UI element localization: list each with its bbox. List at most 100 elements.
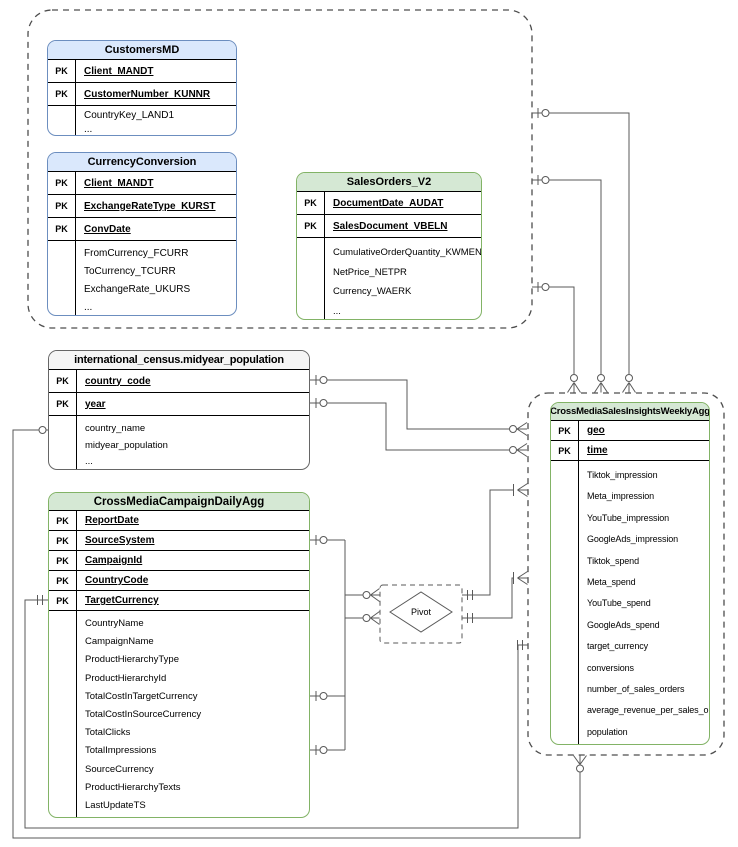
edge-population-time <box>310 398 528 457</box>
field-name: Meta_impression <box>587 491 655 502</box>
field-name: ... <box>84 302 93 313</box>
pk-badge: PK <box>551 421 579 440</box>
field-name: Meta_spend <box>587 577 636 588</box>
pk-field-name: ExchangeRateType_KURST <box>84 200 216 212</box>
attribute-gutter <box>551 461 579 744</box>
field-name: ToCurrency_TCURR <box>84 266 176 277</box>
pk-field-name: CampaignId <box>85 555 143 566</box>
field-name: ExchangeRate_UKURS <box>84 284 191 295</box>
pk-field-name: country_code <box>85 375 151 387</box>
pk-rows: PK Client_MANDT PK CustomerNumber_KUNNR <box>48 60 236 106</box>
pk-badge: PK <box>297 192 325 214</box>
pk-badge: PK <box>49 551 77 570</box>
pk-row: PK CountryCode <box>49 571 309 591</box>
pk-rows: PK Client_MANDT PK ExchangeRateType_KURS… <box>48 172 236 241</box>
pivot-label: Pivot <box>411 607 432 617</box>
field-name: country_name <box>85 423 146 434</box>
pk-field-name: geo <box>587 425 605 436</box>
pk-row: PK geo <box>551 421 709 441</box>
pk-row: PK CampaignId <box>49 551 309 571</box>
field-name: average_revenue_per_sales_order <box>587 705 709 716</box>
field-name: ProductHierarchyType <box>85 654 179 666</box>
pk-row: PK country_code <box>49 370 309 393</box>
entity-currencyconversion[interactable]: CurrencyConversion PK Client_MANDT PK Ex… <box>47 152 237 316</box>
pk-field-name: ConvDate <box>84 223 131 235</box>
edge-pivot-in-2 <box>345 611 380 625</box>
pk-row: PK ConvDate <box>48 218 236 241</box>
edge-population-geo <box>310 375 528 436</box>
edge-group-to-weekly-2 <box>532 175 608 393</box>
entity-customersmd[interactable]: CustomersMD PK Client_MANDT PK CustomerN… <box>47 40 237 136</box>
entity-title: CustomersMD <box>48 41 236 60</box>
edge-population-weekly <box>12 426 587 839</box>
entity-crossmediacampaigndailyagg[interactable]: CrossMediaCampaignDailyAgg PK ReportDate… <box>48 492 310 818</box>
pk-field-name: SalesDocument_VBELN <box>333 220 448 232</box>
pk-row: PK ExchangeRateType_KURST <box>48 195 236 218</box>
field-name: TotalCostInSourceCurrency <box>85 709 202 721</box>
field-name: midyear_population <box>85 439 168 451</box>
pk-row: PK Client_MANDT <box>48 60 236 83</box>
field-name: ProductHierarchyId <box>85 672 167 684</box>
field-name: TotalCostInTargetCurrency <box>85 690 198 702</box>
pivot-diamond[interactable] <box>389 591 453 633</box>
pk-badge: PK <box>48 172 76 194</box>
pk-badge: PK <box>49 393 77 415</box>
pk-field-name: CountryCode <box>85 575 149 586</box>
pk-badge: PK <box>49 571 77 590</box>
pk-row: PK SalesDocument_VBELN <box>297 215 481 238</box>
attribute-gutter <box>297 238 325 319</box>
field-name: NetPrice_NETPR <box>333 266 407 278</box>
weekly-agg-group-container <box>527 392 725 756</box>
pk-badge: PK <box>49 370 77 392</box>
attribute-list: country_name midyear_population... <box>77 416 309 469</box>
field-name: Currency_WAERK <box>333 286 412 297</box>
entity-title: SalesOrders_V2 <box>297 173 481 192</box>
pk-badge: PK <box>48 218 76 240</box>
field-name: YouTube_spend <box>587 598 651 609</box>
field-name: target_currency <box>587 641 649 652</box>
entity-title: international_census.midyear_population <box>49 351 309 370</box>
entity-title: CrossMediaSalesInsightsWeeklyAgg <box>551 403 709 421</box>
pk-badge: PK <box>48 83 76 105</box>
entity-salesorders-v2[interactable]: SalesOrders_V2 PK DocumentDate_AUDAT PK … <box>296 172 482 320</box>
field-name: GoogleAds_spend <box>587 619 660 630</box>
pk-row: PK time <box>551 441 709 461</box>
pk-rows: PK ReportDate PK SourceSystem PK Campaig… <box>49 511 309 611</box>
pk-badge: PK <box>48 60 76 82</box>
entity-crossmediasalesinsightsweeklyagg[interactable]: CrossMediaSalesInsightsWeeklyAgg PK geo … <box>550 402 710 745</box>
pk-row: PK CustomerNumber_KUNNR <box>48 83 236 106</box>
source-systems-group-container <box>27 9 533 329</box>
field-name: conversions <box>587 662 634 673</box>
pivot-container <box>379 584 463 644</box>
field-name: CountryKey_LAND1 <box>84 110 175 121</box>
pk-badge: PK <box>297 215 325 237</box>
pk-row: PK Client_MANDT <box>48 172 236 195</box>
attribute-gutter <box>49 416 77 469</box>
field-name: CountryName <box>85 618 144 629</box>
pk-row: PK SourceSystem <box>49 531 309 551</box>
field-name: TotalImpressions <box>85 745 157 757</box>
pk-badge: PK <box>48 195 76 217</box>
edge-campaign-pivot-bus <box>310 535 346 755</box>
pivot-node[interactable]: Pivot <box>379 584 463 644</box>
attribute-section: CountryKey_LAND1... <box>48 106 236 135</box>
field-name: SourceCurrency <box>85 763 154 775</box>
pk-field-name: DocumentDate_AUDAT <box>333 197 444 209</box>
field-name: ... <box>85 456 93 468</box>
field-name: YouTube_impression <box>587 512 670 523</box>
pk-field-name: year <box>85 398 106 410</box>
field-name: Tiktok_spend <box>587 555 639 566</box>
attribute-gutter <box>48 241 76 315</box>
field-name: GoogleAds_impression <box>587 534 679 545</box>
pk-row: PK year <box>49 393 309 416</box>
field-name: number_of_sales_orders <box>587 684 685 695</box>
entity-midyear-population[interactable]: international_census.midyear_population … <box>48 350 310 470</box>
entity-title: CurrencyConversion <box>48 153 236 172</box>
pk-row: PK TargetCurrency <box>49 591 309 611</box>
field-name: ... <box>84 124 93 135</box>
